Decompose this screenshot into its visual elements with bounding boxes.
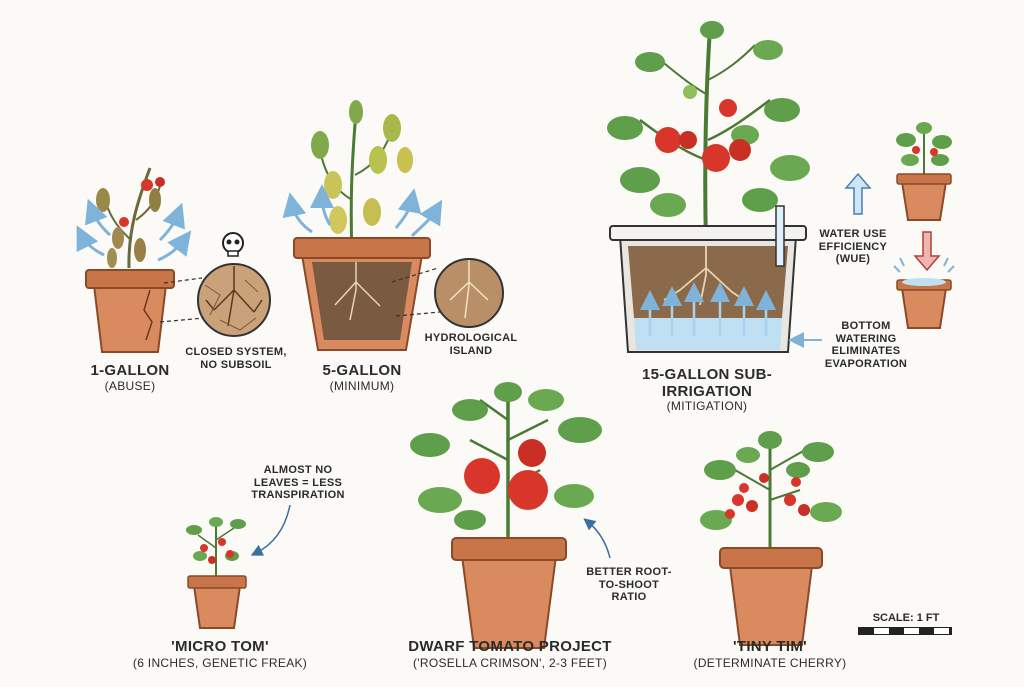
transpiration-arrows	[282, 184, 443, 238]
one-gallon-title: 1-GALLON	[90, 362, 170, 379]
tomato	[683, 85, 697, 99]
scale-bar	[858, 627, 952, 635]
tomato	[508, 470, 548, 510]
tomato	[655, 127, 681, 153]
wue-small-plant	[896, 122, 952, 221]
tiny-tim-pot	[719, 547, 823, 646]
tomato	[679, 131, 697, 149]
wue-up-arrow	[844, 172, 872, 215]
sub-irrigation-container	[609, 205, 807, 353]
five-gallon-subtitle: (MINIMUM)	[329, 379, 395, 393]
tomato	[719, 99, 737, 117]
micro-tom-note: ALMOST NO LEAVES = LESS TRANSPIRATION	[251, 464, 345, 502]
one-gallon-subtitle: (ABUSE)	[104, 379, 156, 393]
wue-watered-pot	[893, 257, 955, 329]
tiny-tim-title: 'TINY TIM'	[732, 638, 808, 655]
wicking-arrows	[640, 282, 776, 336]
fifteen-gallon-plant	[607, 21, 810, 246]
micro-tom-plant	[186, 517, 247, 629]
tomato	[732, 494, 744, 506]
tomato	[759, 473, 769, 483]
tomato	[518, 439, 546, 467]
dwarf-note: BETTER ROOT-TO-SHOOT RATIO	[586, 566, 672, 604]
tiny-tim-plant	[700, 431, 842, 548]
fifteen-gallon-subtitle: (MITIGATION)	[666, 399, 748, 413]
one-gallon-note: CLOSED SYSTEM, NO SUBSOIL	[185, 346, 287, 371]
one-gallon-pot	[85, 269, 175, 353]
tomato	[218, 538, 226, 546]
five-gallon-pot	[293, 237, 431, 351]
five-gallon-note: HYDROLOGICAL ISLAND	[424, 332, 518, 357]
micro-tom-title: 'MICRO TOM'	[171, 638, 269, 655]
micro-tom-subtitle: (6 INCHES, GENETIC FREAK)	[132, 656, 308, 670]
tomato	[912, 146, 920, 154]
scale-label: SCALE: 1 FT	[872, 612, 940, 624]
tomato	[930, 148, 938, 156]
tomato	[746, 500, 758, 512]
five-gallon-title: 5-GALLON	[322, 362, 402, 379]
tomato	[739, 483, 749, 493]
dwarf-arrow	[583, 518, 611, 559]
dwarf-tomato-pot	[451, 537, 567, 649]
five-gallon-plant	[311, 100, 413, 256]
tomato	[784, 494, 796, 506]
fifteen-gallon-title: 15-GALLON SUB-IRRIGATION	[641, 366, 773, 401]
tomato	[464, 458, 500, 494]
wue-down-arrow	[913, 231, 941, 272]
tomato	[155, 177, 165, 187]
tomato	[141, 179, 153, 191]
micro-tom-arrow	[250, 504, 291, 556]
dwarf-subtitle: ('ROSELLA CRIMSON', 2-3 FEET)	[413, 656, 607, 670]
soil-detail-circle	[434, 258, 504, 328]
tomato	[725, 509, 735, 519]
one-gallon-plant	[96, 167, 165, 269]
tomato	[200, 544, 208, 552]
tomato	[226, 550, 234, 558]
tomato	[798, 504, 810, 516]
fifteen-gallon-note: BOTTOM WATERING ELIMINATES EVAPORATION	[824, 320, 908, 370]
tomato	[208, 556, 216, 564]
tomato	[791, 477, 801, 487]
transpiration-arrows	[76, 198, 192, 262]
dwarf-tomato-plant	[410, 382, 602, 540]
soil-detail-circle	[197, 263, 271, 337]
wue-label: WATER USE EFFICIENCY (WUE)	[818, 228, 888, 266]
dwarf-title: DWARF TOMATO PROJECT	[408, 638, 612, 655]
tomato	[702, 144, 730, 172]
tomato	[729, 139, 751, 161]
tiny-tim-subtitle: (DETERMINATE CHERRY)	[693, 656, 847, 670]
tomato	[119, 217, 129, 227]
skull-icon	[222, 232, 244, 257]
